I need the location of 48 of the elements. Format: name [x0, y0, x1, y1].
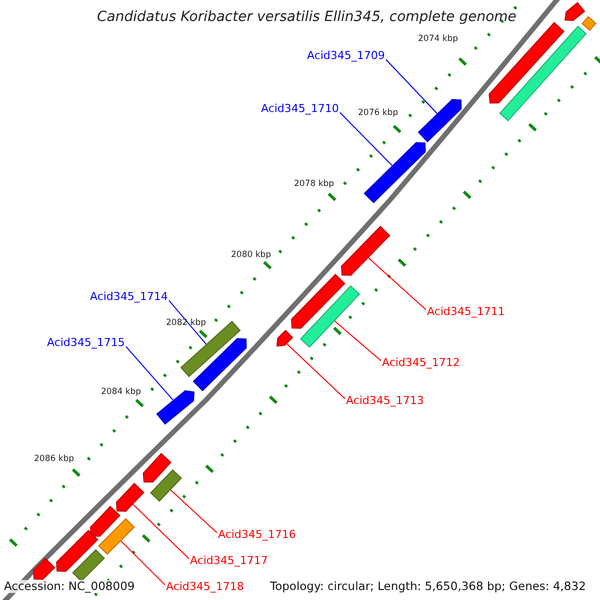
leader-line: [168, 300, 207, 345]
gene-label: Acid345_1711: [427, 306, 505, 319]
gene-label: Acid345_1715: [47, 337, 125, 350]
scale-label: 2086 kbp: [34, 455, 74, 465]
gene-block: [156, 390, 195, 425]
scale-label: 2078 kbp: [294, 180, 334, 190]
gene-label: Acid345_1713: [346, 395, 424, 408]
scale-label: 2076 kbp: [358, 109, 398, 119]
leader-line: [170, 490, 218, 534]
leader-line: [339, 112, 393, 166]
gene-label: Acid345_1717: [190, 555, 268, 568]
leader-line: [125, 346, 174, 401]
gene-block: [340, 226, 390, 276]
gene-label: Acid345_1714: [90, 291, 168, 304]
leader-line: [132, 504, 190, 560]
feature-bar: [98, 518, 135, 555]
leader-line: [120, 540, 166, 586]
info-text: Accession: NC_008009: [4, 580, 135, 594]
feature-bar: [150, 469, 182, 502]
gene-label: Acid345_1709: [307, 50, 385, 63]
leader-line: [334, 320, 382, 362]
info-text: Topology: circular; Length: 5,650,368 bp; Genes: 4,832: [270, 580, 586, 594]
gene-block: [364, 142, 426, 204]
scale-label: 2080 kbp: [231, 251, 272, 261]
scale-label: 2074 kbp: [418, 35, 458, 45]
gene-label: Acid345_1718: [166, 581, 244, 594]
gene-label: Acid345_1710: [261, 103, 339, 116]
gene-block: [418, 98, 462, 142]
gene-label: Acid345_1716: [218, 529, 296, 542]
gene-block: [564, 2, 586, 22]
gene-block: [56, 530, 98, 572]
gene-block: [276, 330, 294, 347]
scale-label: 2082 kbp: [166, 319, 206, 329]
feature-bar: [72, 549, 105, 582]
feature-bar: [582, 16, 596, 31]
gene-label: Acid345_1712: [382, 357, 460, 370]
leader-line: [385, 58, 438, 114]
gene-block: [291, 274, 346, 329]
gene-block: [142, 452, 172, 482]
leader-line: [368, 257, 426, 310]
leader-line: [286, 343, 346, 400]
diagram-title: Candidatus Koribacter versatilis Ellin345, complete genome: [97, 9, 516, 26]
gene-block: [192, 338, 247, 392]
feature-bar: [300, 285, 360, 348]
scale-label: 2084 kbp: [101, 388, 142, 398]
gene-block: [90, 506, 120, 537]
feature-bar: [499, 26, 587, 122]
gene-block: [116, 482, 144, 512]
